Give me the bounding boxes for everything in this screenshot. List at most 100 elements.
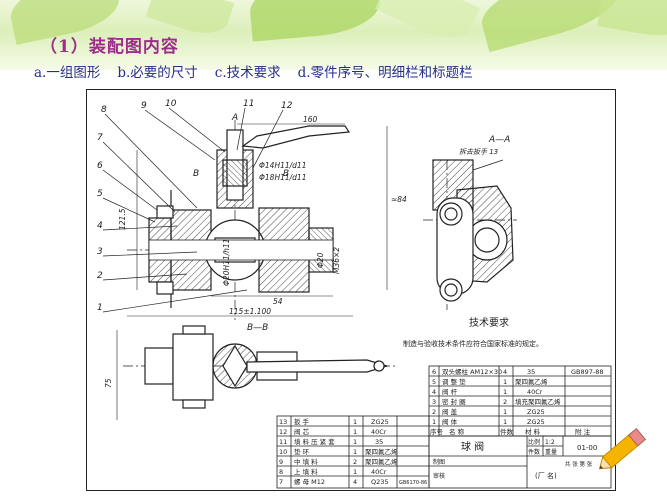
label-section-aa: A—A bbox=[488, 135, 510, 145]
content-item-parts-list: d.零件序号、明细栏和标题栏 bbox=[297, 65, 473, 81]
bom-qty: 1 bbox=[353, 438, 357, 446]
bom-qty: 1 bbox=[503, 378, 507, 386]
content-item-views: a.一组图形 bbox=[34, 65, 101, 81]
bom-mat: 35 bbox=[527, 368, 535, 376]
bom-no: 8 bbox=[279, 468, 283, 476]
content-item-tech-req: c.技术要求 bbox=[214, 65, 281, 81]
bom-header-row: 序号 名 称 件数 材 料 附 注 bbox=[430, 427, 591, 436]
title-block-scale-label: 比例 bbox=[528, 438, 540, 446]
leaf-decoration bbox=[374, 0, 481, 49]
bom-row: 8 上 填 料 1 40Cr bbox=[279, 467, 387, 476]
bom-row: 11 填 料 压 紧 套 1 35 bbox=[279, 437, 383, 446]
title-block-sheet: 共 张 第 张 bbox=[565, 460, 593, 468]
dim-75: 75 bbox=[104, 378, 113, 388]
bom-mat: 填充聚四氟乙烯 bbox=[515, 397, 561, 406]
title-block-factory: (厂 名) bbox=[535, 471, 557, 480]
bom-row: 7 螺 母 M12 4 Q235 GB6170-86 bbox=[279, 477, 427, 486]
balloon-4: 4 bbox=[97, 221, 103, 231]
bom-row: 13 扳 手 1 ZG25 bbox=[279, 417, 389, 426]
bom-qty: 1 bbox=[353, 448, 357, 456]
label-section-bb: B—B bbox=[247, 323, 268, 333]
dimension-lines bbox=[116, 123, 388, 420]
dim-160: 160 bbox=[303, 115, 318, 124]
bom-mat: 40Cr bbox=[371, 468, 387, 476]
bom-no: 4 bbox=[432, 388, 436, 396]
bom-row: 12 阀 芯 1 40Cr bbox=[279, 427, 387, 436]
bom-name: 中 填 料 bbox=[294, 457, 318, 466]
title-block-name: 球 阀 bbox=[461, 440, 484, 453]
bom-name: 扳 手 bbox=[294, 417, 310, 426]
bom-qty: 1 bbox=[353, 468, 357, 476]
bom-no: 11 bbox=[279, 438, 287, 446]
balloon-11: 11 bbox=[243, 99, 254, 109]
bom-mat: Q235 bbox=[371, 478, 389, 486]
bom-qty: 1 bbox=[353, 418, 357, 426]
bom-name: 双头螺柱 AM12×30 bbox=[442, 367, 502, 376]
dim-m36: M36×2 bbox=[332, 247, 341, 274]
bom-qty: 1 bbox=[503, 418, 507, 426]
bom-mat: ZG25 bbox=[371, 418, 389, 426]
bom-upper-table bbox=[428, 365, 612, 437]
tech-req-title: 技术要求 bbox=[469, 316, 509, 329]
bom-no: 1 bbox=[432, 418, 436, 426]
bom-note: GB6170-86 bbox=[399, 480, 427, 486]
fit-phi14: Φ14H11/d11 bbox=[259, 161, 306, 170]
bom-name: 填 料 压 紧 套 bbox=[294, 437, 335, 446]
dim-115: 115±1.100 bbox=[229, 307, 271, 316]
bom-row: 6 双头螺柱 AM12×30 4 35 GB897-88 bbox=[432, 367, 604, 376]
bom-header-mat: 材 料 bbox=[525, 427, 541, 436]
title-block-code: 01-00 bbox=[577, 444, 597, 452]
leaf-decoration bbox=[247, 0, 383, 42]
bom-qty: 1 bbox=[353, 428, 357, 436]
bom-header-name: 名 称 bbox=[449, 427, 465, 436]
bom-qty: 2 bbox=[353, 458, 357, 466]
balloon-10: 10 bbox=[165, 99, 177, 109]
dim-84: ≈84 bbox=[391, 195, 407, 204]
tech-req-text: 制造与验收技术条件应符合国家标准的规定。 bbox=[403, 339, 543, 348]
dim-121-5: 121.5 bbox=[118, 208, 127, 230]
label-b-right: B bbox=[283, 169, 289, 179]
bom-no: 13 bbox=[279, 418, 287, 426]
title-block-weight-label: 重量 bbox=[545, 448, 557, 456]
bom-upper-rows: 6 双头螺柱 AM12×30 4 35 GB897-88 5 调 整 垫 1 聚… bbox=[430, 367, 604, 436]
pencil-icon bbox=[598, 427, 647, 470]
header-banner bbox=[0, 0, 667, 70]
bom-no: 7 bbox=[279, 478, 283, 486]
bom-name: 阀 体 bbox=[442, 417, 458, 426]
bom-no: 9 bbox=[279, 458, 283, 466]
bom-row: 2 阀 盖 1 ZG25 bbox=[432, 407, 545, 416]
bom-qty: 4 bbox=[353, 478, 357, 486]
label-a-top: A bbox=[231, 113, 238, 123]
bom-row: 10 垫 环 1 聚四氟乙烯 bbox=[279, 447, 398, 456]
bom-qty: 2 bbox=[503, 398, 507, 406]
bom-no: 12 bbox=[279, 428, 287, 436]
assembly-drawing: 8 9 10 11 12 7 6 5 4 3 2 1 160 ≈84 121.5… bbox=[86, 89, 616, 491]
bom-header-no: 序号 bbox=[430, 427, 444, 436]
balloon-1: 1 bbox=[97, 303, 103, 313]
label-remove-handle: 拆去扳手 13 bbox=[459, 148, 498, 156]
dim-phi20: Φ20 bbox=[316, 252, 325, 268]
bom-mat: ZG25 bbox=[527, 408, 545, 416]
bom-name: 阀 杆 bbox=[442, 387, 458, 396]
bom-row: 9 中 填 料 2 聚四氟乙烯 bbox=[279, 457, 398, 466]
leader-lines bbox=[102, 107, 284, 313]
bom-mat: 聚四氟乙烯 bbox=[365, 447, 398, 456]
dim-54: 54 bbox=[273, 297, 283, 306]
bom-mat: ZG25 bbox=[527, 418, 545, 426]
bom-name: 螺 母 M12 bbox=[294, 477, 325, 486]
label-b-left: B bbox=[193, 169, 199, 179]
balloon-3: 3 bbox=[97, 247, 103, 257]
slide-title: （1）装配图内容 bbox=[40, 37, 179, 57]
bom-no: 3 bbox=[432, 398, 436, 406]
bom-header-qty: 件数 bbox=[500, 427, 514, 436]
bom-mat: 40Cr bbox=[527, 388, 543, 396]
title-block-scale: 1:2 bbox=[545, 439, 555, 446]
balloon-7: 7 bbox=[97, 133, 103, 143]
balloon-12: 12 bbox=[281, 101, 293, 111]
front-view bbox=[127, 120, 351, 320]
drawing-canvas: 8 9 10 11 12 7 6 5 4 3 2 1 160 ≈84 121.5… bbox=[97, 99, 612, 489]
bom-row: 1 阀 体 1 ZG25 bbox=[432, 417, 545, 426]
title-block-qty-label: 件数 bbox=[528, 448, 540, 456]
top-view-bb bbox=[123, 325, 395, 409]
bom-no: 10 bbox=[279, 448, 287, 456]
